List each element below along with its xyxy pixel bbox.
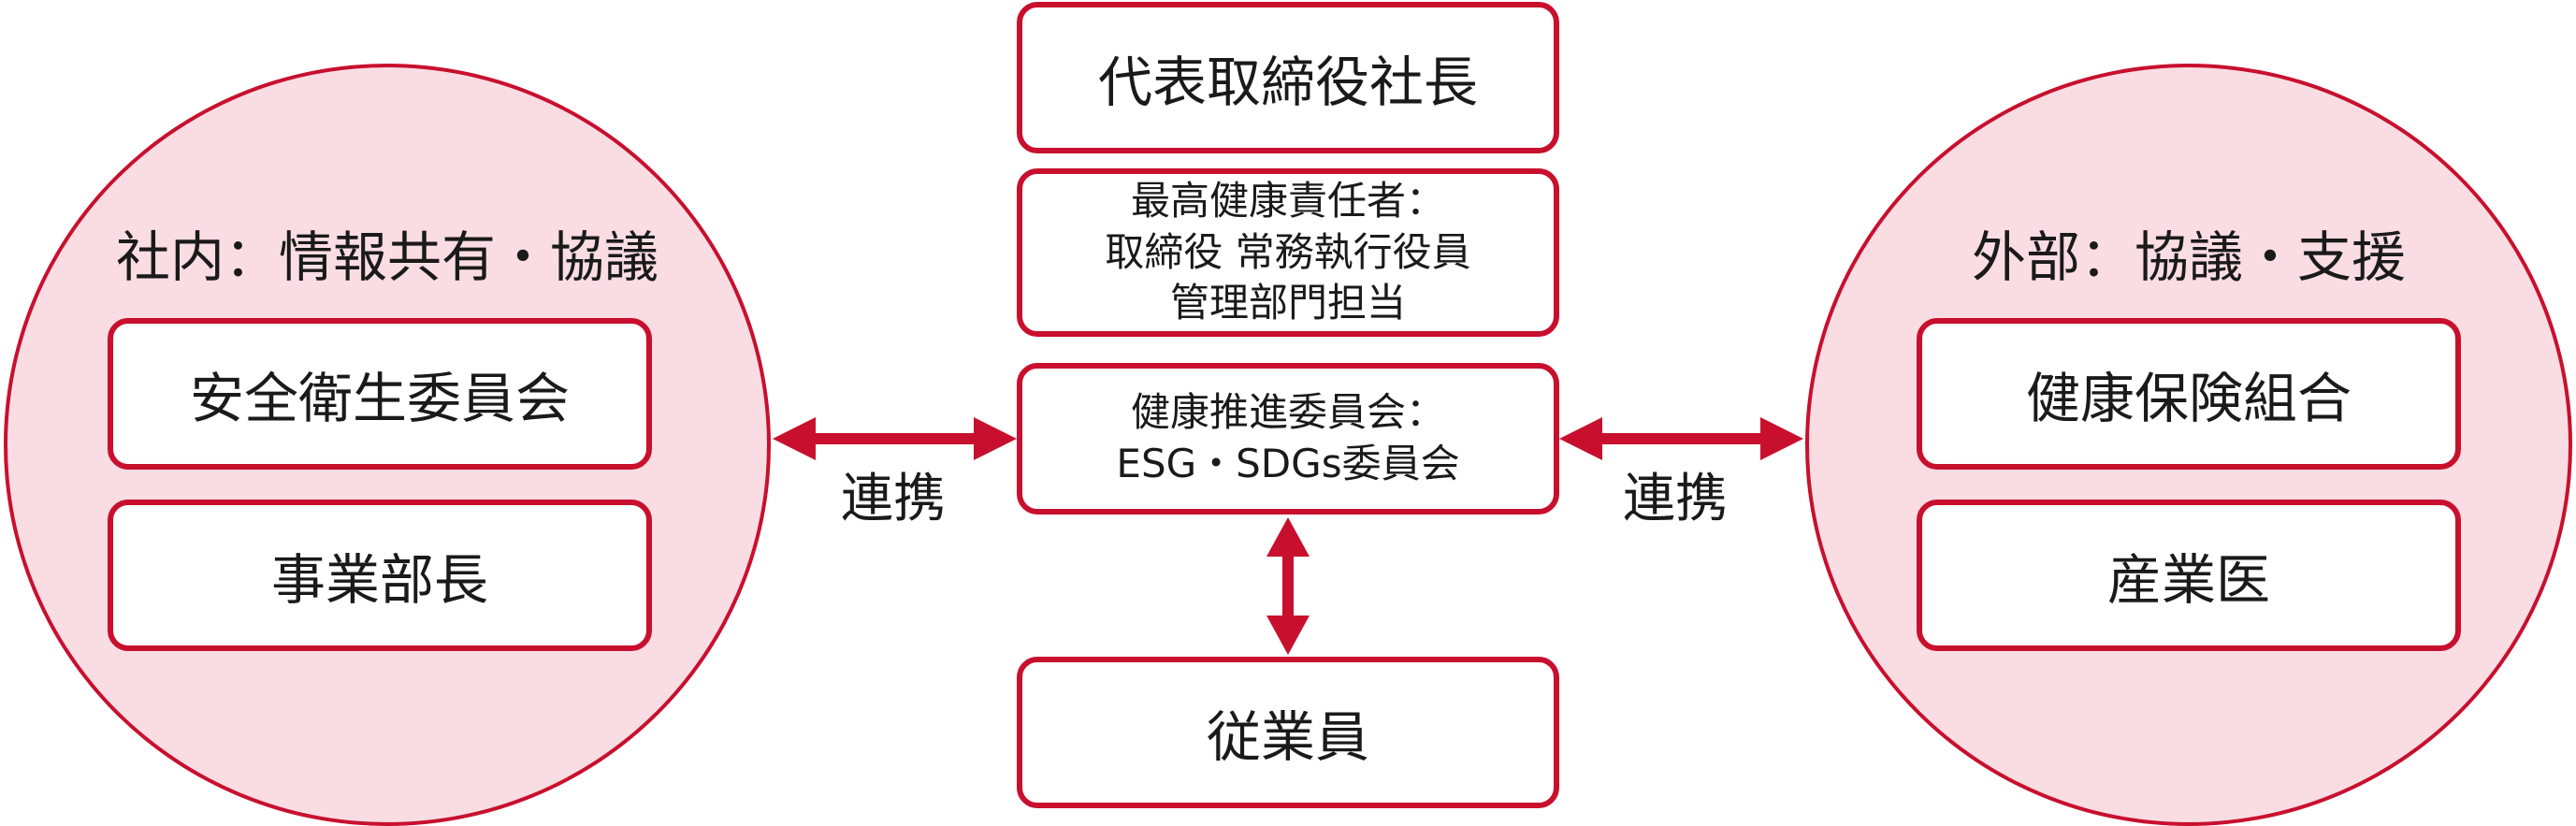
- internal-item-division-heads: 事業部長: [108, 500, 652, 651]
- chief-health-officer-box: 最高健康責任者： 取締役 常務執行役員 管理部門担当: [1017, 168, 1559, 337]
- left-link-label: 連携: [841, 469, 946, 529]
- internal-item-safety-committee: 安全衛生委員会: [108, 318, 652, 470]
- chief-health-officer-line2: 取締役 常務執行役員: [1105, 228, 1471, 275]
- external-item-industrial-physician: 産業医: [1917, 500, 2461, 651]
- health-committee-box: 健康推進委員会： ESG・SDGs委員会: [1017, 363, 1559, 514]
- chief-health-officer-line3: 管理部門担当: [1169, 280, 1406, 326]
- president-box: 代表取締役社長: [1017, 2, 1559, 153]
- health-committee-line1: 健康推進委員会：: [1130, 389, 1445, 436]
- health-committee-line2: ESG・SDGs委員会: [1116, 441, 1460, 486]
- external-item-health-insurance: 健康保険組合: [1917, 318, 2461, 470]
- employees-box: 従業員: [1017, 657, 1559, 808]
- external-title: 外部：協議・支援: [1971, 225, 2406, 289]
- internal-title: 社内：情報共有・協議: [115, 225, 658, 289]
- right-link-arrow: [1559, 417, 1803, 460]
- right-link-label: 連携: [1623, 469, 1728, 529]
- vertical-link-arrow: [1266, 517, 1310, 655]
- left-link-arrow: [773, 417, 1017, 460]
- chief-health-officer-line1: 最高健康責任者：: [1130, 178, 1445, 225]
